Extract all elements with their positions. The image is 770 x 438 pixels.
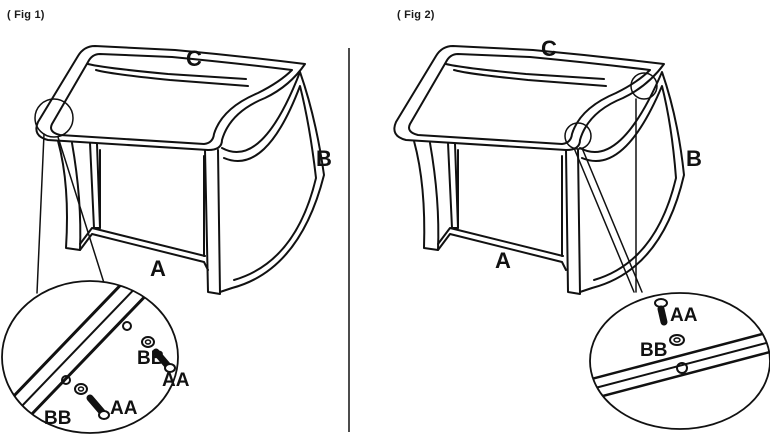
fig2-left-leg xyxy=(413,140,440,251)
fig2-detail-ellipse xyxy=(589,292,770,430)
fig2-desktop-outer xyxy=(393,45,665,151)
fig2-callout-circle-front xyxy=(564,122,592,150)
fig2-detail-rail-3 xyxy=(590,350,770,404)
fig1-detail-view: BB AA BB AA xyxy=(1,280,190,434)
fig2-top-band-2 xyxy=(445,63,605,80)
fig2-desk-drawing xyxy=(393,45,685,295)
fig2-right-leg xyxy=(565,149,581,295)
fig2-side-panel-inner xyxy=(581,85,677,281)
fig1-washer-lower xyxy=(74,383,88,395)
fig2-side-panel xyxy=(579,71,685,293)
fig1-detail-hole-upper xyxy=(122,321,132,331)
fig2-label-a: A xyxy=(495,248,511,273)
fig1-back-panel xyxy=(99,149,205,257)
fig1-label-c: C xyxy=(186,46,202,71)
fig2-washer xyxy=(669,334,685,346)
fig1-top-band xyxy=(95,69,249,87)
fig1-detail-ellipse xyxy=(1,280,179,434)
fig1-detail-rail-3 xyxy=(28,284,157,418)
fig2-back-panel xyxy=(457,149,563,257)
fig2-desktop-inner xyxy=(408,53,651,145)
fig2-top-band xyxy=(453,69,607,87)
fig1-desktop-outer xyxy=(35,45,306,151)
fig1-leader-line-1 xyxy=(36,133,45,294)
fig2-bottom-rail xyxy=(437,233,567,271)
fig1-label-b: B xyxy=(316,146,332,171)
fig1-bolt-lower xyxy=(86,394,106,416)
fig2-detail-view: AA BB xyxy=(589,292,770,430)
fig1-bb-upper-label: BB xyxy=(137,348,164,369)
fig1-right-leg xyxy=(204,149,221,295)
fig1-bb-lower-label: BB xyxy=(44,408,71,429)
fig1-detail-hole-lower xyxy=(61,375,71,385)
fig2-bb-label: BB xyxy=(640,340,667,361)
fig2-detail-rail-2 xyxy=(590,341,770,393)
fig2-leader-line-1 xyxy=(573,147,635,293)
fig1-bottom-rail xyxy=(79,233,209,271)
fig1-desktop-inner xyxy=(50,53,293,145)
fig2-caption: ( Fig 2) xyxy=(397,9,435,21)
fig2-callout-circle-back xyxy=(630,72,658,100)
fig1-side-panel-inner xyxy=(223,85,317,281)
fig1-leader-line-2 xyxy=(57,136,105,284)
fig1-top-band-2 xyxy=(87,63,247,80)
fig1-aa-upper-label: AA xyxy=(162,370,190,391)
fig1-bolt-upper xyxy=(152,348,172,370)
fig1-aa-lower-label: AA xyxy=(110,398,138,419)
fig1-caption: ( Fig 1) xyxy=(7,9,45,21)
fig2-detail-rail-1 xyxy=(590,330,770,384)
fig1-side-panel xyxy=(219,71,325,293)
fig2-leader-line-2 xyxy=(581,147,643,293)
fig1-label-a: A xyxy=(150,256,166,281)
fig1-left-back-leg xyxy=(89,142,101,229)
fig1-detail-rail-1 xyxy=(8,281,137,402)
fig2-left-back-leg xyxy=(447,142,459,229)
fig1-washer-upper xyxy=(141,336,155,348)
fig1-desk-drawing xyxy=(34,45,325,295)
fig2-bottom-rail-2 xyxy=(437,227,564,257)
fig2-bolt xyxy=(657,305,668,326)
fig2-detail-hole xyxy=(676,362,688,374)
fig1-bottom-rail-2 xyxy=(79,227,206,257)
fig1-left-leg xyxy=(57,140,82,251)
fig2-label-b: B xyxy=(686,146,702,171)
fig1-detail-rail-2 xyxy=(19,281,146,409)
fig2-label-c: C xyxy=(541,36,557,61)
fig1-callout-circle xyxy=(34,98,74,138)
fig2-aa-label: AA xyxy=(670,305,698,326)
